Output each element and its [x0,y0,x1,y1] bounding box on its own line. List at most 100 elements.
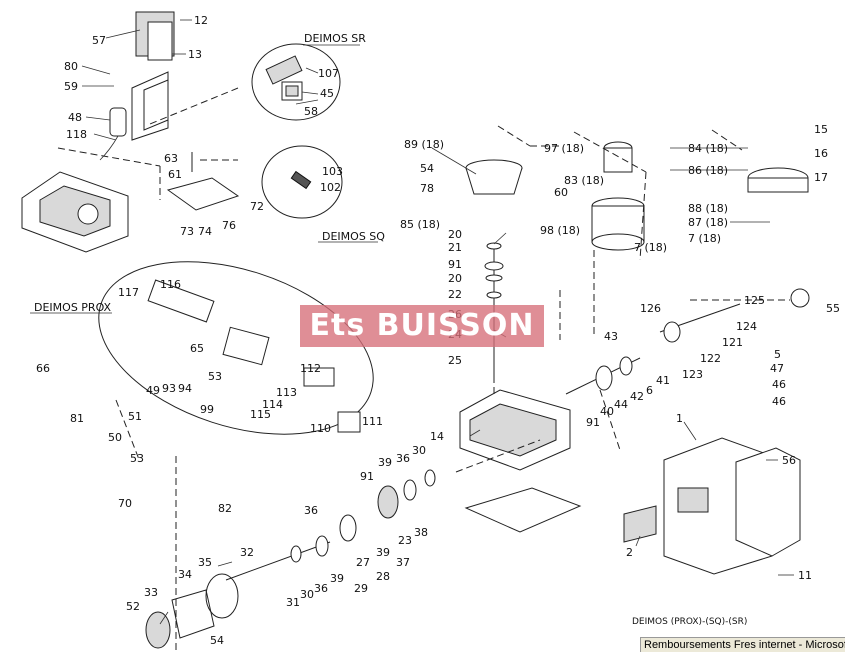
label-7b: 7 (18) [688,232,721,245]
label-14: 14 [430,430,444,443]
label-5: 5 [774,348,781,361]
label-73: 73 [180,225,194,238]
label-39c: 39 [330,572,344,585]
label-30b: 30 [300,588,314,601]
label-102: 102 [320,181,341,194]
label-31: 31 [286,596,300,609]
label-17: 17 [814,171,828,184]
label-15: 15 [814,123,828,136]
label-37: 37 [396,556,410,569]
label-86: 86 (18) [688,164,728,177]
label-94: 94 [178,382,192,395]
label-36c: 36 [314,582,328,595]
label-7a: 7 (18) [634,241,667,254]
label-1: 1 [676,412,683,425]
label-116: 116 [160,278,181,291]
label-103: 103 [322,165,343,178]
label-84: 84 (18) [688,142,728,155]
group-deimos-prox: DEIMOS PROX [30,261,374,435]
label-22: 22 [448,288,462,301]
label-91c: 91 [360,470,374,483]
label-118: 118 [66,128,87,141]
label-51: 51 [128,410,142,423]
label-114: 114 [262,398,283,411]
label-25: 25 [448,354,462,367]
label-111: 111 [362,415,383,428]
watermark-banner: Ets BUISSON [300,305,544,347]
label-82: 82 [218,502,232,515]
label-93: 93 [162,382,176,395]
label-87: 87 (18) [688,216,728,229]
label-91b: 91 [586,416,600,429]
label-20a: 20 [448,228,462,241]
part-illustrations-left [21,11,240,253]
status-bar: Remboursements Fres internet - Microsoft [640,637,845,652]
label-21: 21 [448,241,462,254]
label-23: 23 [398,534,412,547]
label-39a: 39 [378,456,392,469]
label-30a: 30 [412,444,426,457]
label-125: 125 [744,294,765,307]
label-40: 40 [600,405,614,418]
label-107: 107 [318,67,339,80]
label-35: 35 [198,556,212,569]
label-115: 115 [250,408,271,421]
label-36a: 36 [396,452,410,465]
part-illustrations-bottom [145,469,436,649]
label-70: 70 [118,497,132,510]
label-121: 121 [722,336,743,349]
label-43: 43 [604,330,618,343]
label-56: 56 [782,454,796,467]
label-36b: 36 [304,504,318,517]
label-126: 126 [640,302,661,315]
label-55: 55 [826,302,840,315]
label-81: 81 [70,412,84,425]
label-117: 117 [118,286,139,299]
label-80: 80 [64,60,78,73]
label-44: 44 [614,398,628,411]
label-53b: 53 [130,452,144,465]
label-45: 45 [320,87,334,100]
label-50: 50 [108,431,122,444]
label-41: 41 [656,374,670,387]
label-20b: 20 [448,272,462,285]
label-98: 98 (18) [540,224,580,237]
assembly-dashed-lines [57,87,790,652]
label-97: 97 (18) [544,142,584,155]
footer-caption: DEIMOS (PROX)-(SQ)-(SR) [632,617,747,627]
label-60: 60 [554,186,568,199]
group-label-deimos-sr: DEIMOS SR [304,32,366,45]
label-16: 16 [814,147,828,160]
label-89: 89 (18) [404,138,444,151]
label-54: 54 [420,162,434,175]
label-99: 99 [200,403,214,416]
label-32: 32 [240,546,254,559]
label-2: 2 [626,546,633,559]
label-27: 27 [356,556,370,569]
label-13: 13 [188,48,202,61]
group-deimos-sr: DEIMOS SR [251,32,366,121]
label-124: 124 [736,320,757,333]
label-74: 74 [198,225,212,238]
label-59: 59 [64,80,78,93]
label-52: 52 [126,600,140,613]
group-deimos-sq: DEIMOS SQ [261,145,385,243]
label-66: 66 [36,362,50,375]
label-61: 61 [168,168,182,181]
part-illustrations-center [459,141,809,533]
label-46b: 46 [772,395,786,408]
label-91a: 91 [448,258,462,271]
label-122: 122 [700,352,721,365]
label-110: 110 [310,422,331,435]
part-illustrations-right [565,288,810,575]
label-85: 85 (18) [400,218,440,231]
label-88: 88 (18) [688,202,728,215]
label-6: 6 [646,384,653,397]
label-38: 38 [414,526,428,539]
label-65: 65 [190,342,204,355]
label-112: 112 [300,362,321,375]
label-49: 49 [146,384,160,397]
label-12: 12 [194,14,208,27]
label-34: 34 [178,568,192,581]
